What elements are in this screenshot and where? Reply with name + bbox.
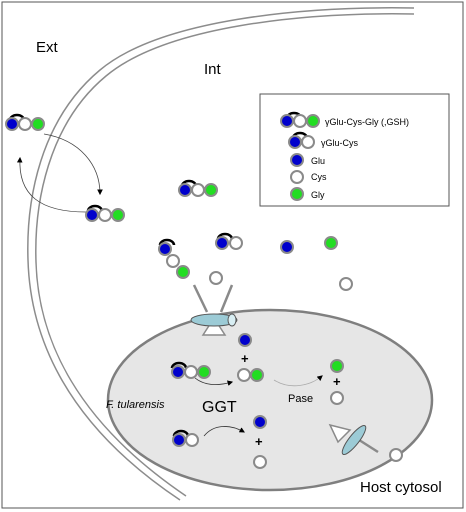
pase-label: Pase (288, 393, 313, 405)
gly-pase-product (330, 359, 344, 373)
legend-cys-glyph (290, 170, 304, 184)
export-arrow (16, 156, 87, 213)
cys-pase-product (330, 391, 344, 405)
top-transporter (190, 284, 238, 336)
glucys-cleavage-arrow (203, 426, 245, 437)
bottom-transporter (328, 423, 379, 456)
gsh-molecule-cytosolic (178, 179, 218, 197)
pase-arrow (273, 375, 323, 387)
extracellular-label: Ext (36, 39, 59, 56)
organism-label: F. tularensis (106, 399, 165, 411)
legend-glucys-label: γGlu-Cys (321, 138, 359, 148)
gsh-molecule-bent (158, 238, 190, 279)
legend: γGlu-Cys-Gly (,GSH) γGlu-Cys Glu Cys Gly (259, 93, 450, 207)
legend-glucys-glyph (288, 131, 315, 149)
gsh-molecule-substrate (170, 361, 211, 379)
legend-glu-label: Glu (311, 156, 325, 166)
glucys-molecule-cytosolic (215, 232, 243, 250)
glu-free (280, 240, 294, 254)
plus-sign-3: + (255, 434, 263, 449)
host-cell-membrane (27, 7, 415, 501)
ggt-arrow (194, 377, 234, 386)
legend-glu-glyph (290, 153, 304, 167)
cys-product-2 (253, 455, 267, 469)
import-arrow (43, 133, 103, 196)
cys-exported (389, 448, 403, 462)
cys-free-cytosol (339, 277, 353, 291)
intracellular-label: Int (204, 61, 222, 78)
glu-product-2 (253, 415, 267, 429)
cys-near-transporter (209, 271, 223, 285)
gly-free (324, 236, 338, 250)
ggt-enzyme-label: GGT (202, 399, 237, 416)
legend-gsh-label: γGlu-Cys-Gly (,GSH) (325, 117, 409, 127)
legend-cys-label: Cys (311, 172, 327, 182)
glu-product (238, 333, 252, 347)
glucys-molecule-substrate (172, 429, 199, 447)
host-cytosol-label: Host cytosol (360, 479, 442, 496)
gsh-molecule-extracellular (5, 113, 45, 131)
cysgly-product (237, 368, 264, 382)
plus-sign-2: + (333, 374, 341, 389)
legend-gsh-glyph (280, 111, 320, 128)
plus-sign-1: + (241, 351, 249, 366)
legend-gly-label: Gly (311, 190, 325, 200)
gsh-molecule-imported (85, 204, 125, 222)
legend-gly-glyph (290, 187, 304, 201)
